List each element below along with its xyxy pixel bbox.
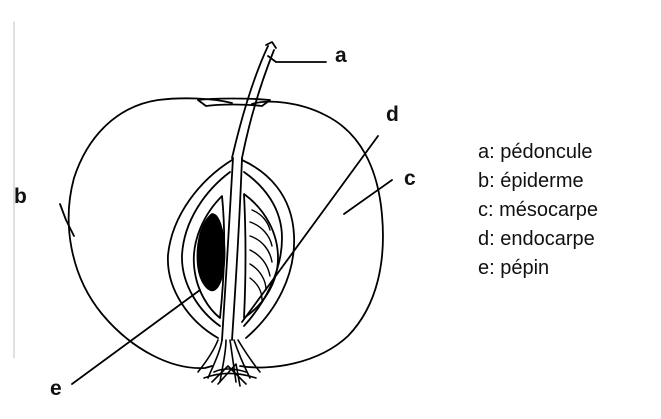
legend-item-endocarp: d: endocarpe <box>478 225 598 254</box>
marker-d: d <box>386 104 399 125</box>
epidermis-outline <box>69 98 383 368</box>
leader-a <box>268 56 326 62</box>
marker-c: c <box>404 168 416 189</box>
marker-e: e <box>50 378 62 399</box>
legend-item-seed: e: pépin <box>478 254 598 283</box>
leader-c <box>344 180 392 214</box>
legend: a: pédoncule b: épiderme c: mésocarpe d:… <box>478 138 598 283</box>
core-axis-edge <box>232 158 242 340</box>
legend-item-epidermis: b: épiderme <box>478 167 598 196</box>
calyx <box>198 340 260 386</box>
leader-e <box>72 290 200 384</box>
marker-a: a <box>335 45 347 66</box>
marker-b: b <box>14 186 27 207</box>
legend-item-mesocarp: c: mésocarpe <box>478 196 598 225</box>
legend-item-peduncle: a: pédoncule <box>478 138 598 167</box>
right-locule <box>244 194 278 318</box>
leader-b <box>60 204 74 236</box>
